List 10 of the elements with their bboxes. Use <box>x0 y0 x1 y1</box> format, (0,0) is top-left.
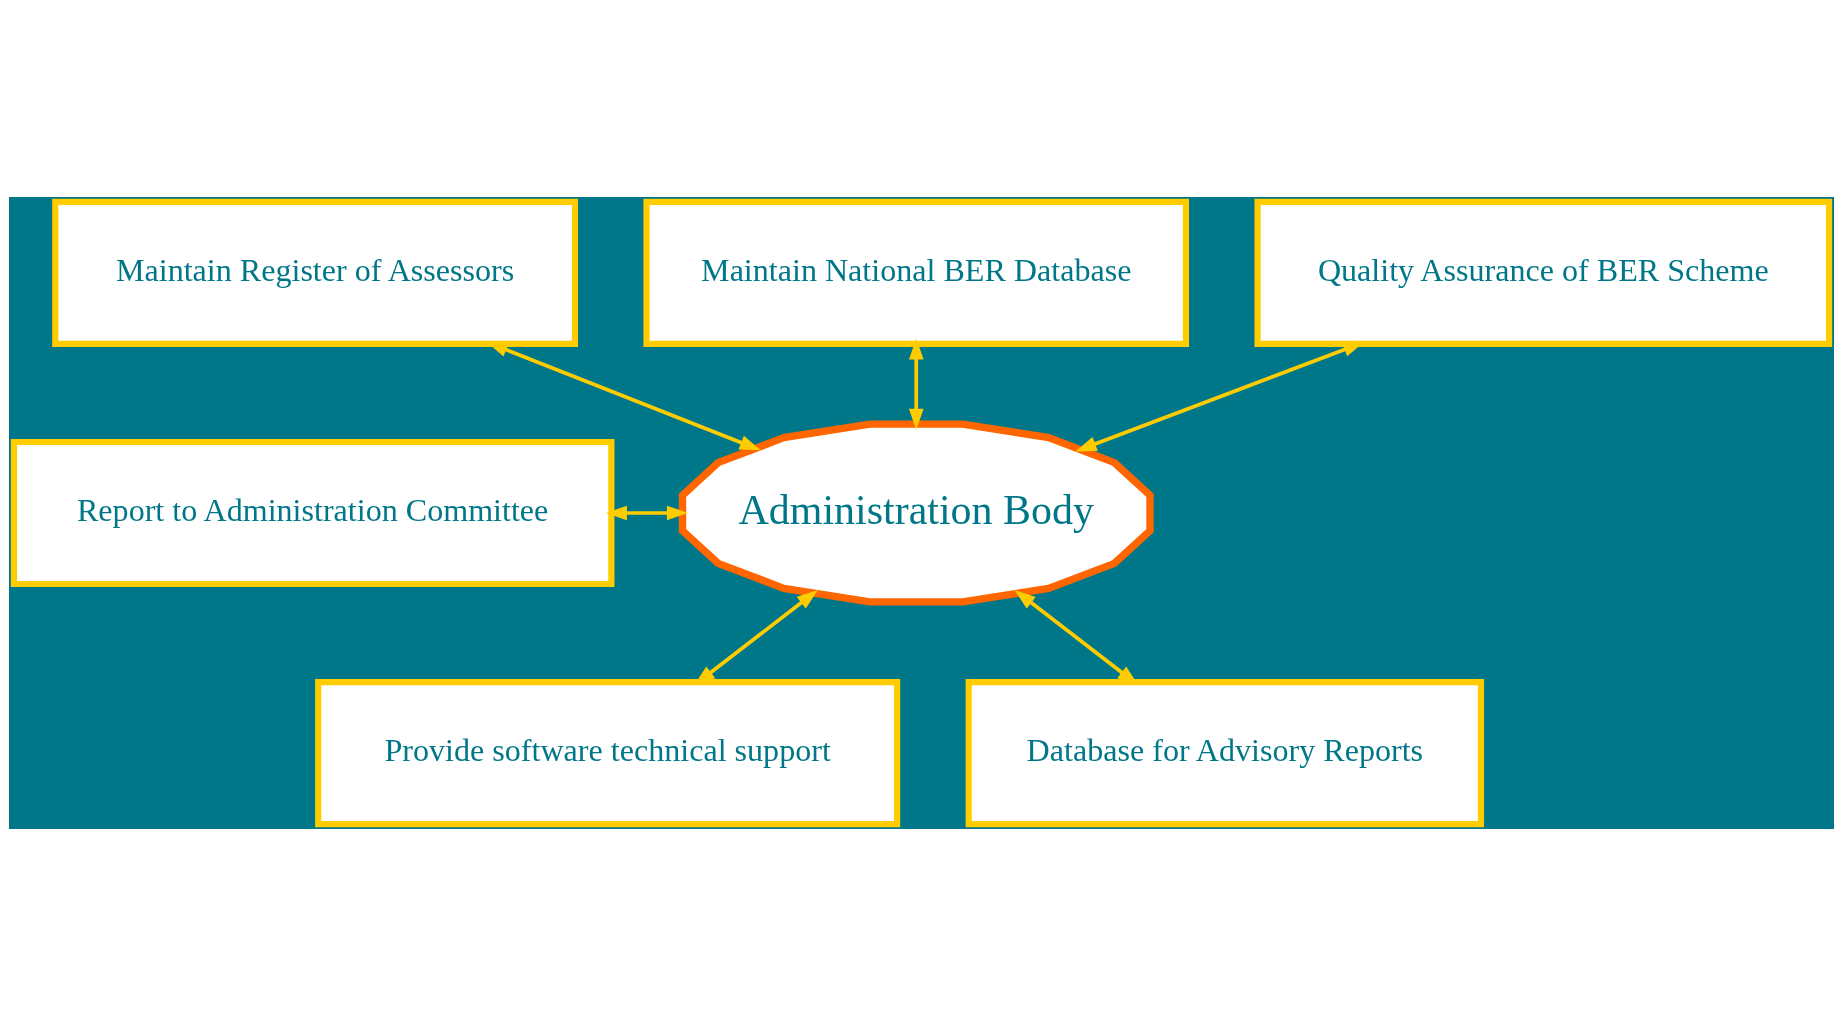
arrow <box>605 505 688 521</box>
arrow <box>693 589 818 686</box>
node-box: Quality Assurance of BER Scheme <box>1253 198 1832 347</box>
node-box: Maintain National BER Database <box>642 198 1189 347</box>
node-box: Maintain Register of Assessors <box>51 198 578 347</box>
arrow <box>908 338 924 430</box>
node-box: Provide software technical support <box>314 679 900 828</box>
node-box: Database for Advisory Reports <box>965 679 1484 828</box>
arrow <box>1014 589 1138 686</box>
node-box: Report to Administration Committee <box>10 438 614 588</box>
